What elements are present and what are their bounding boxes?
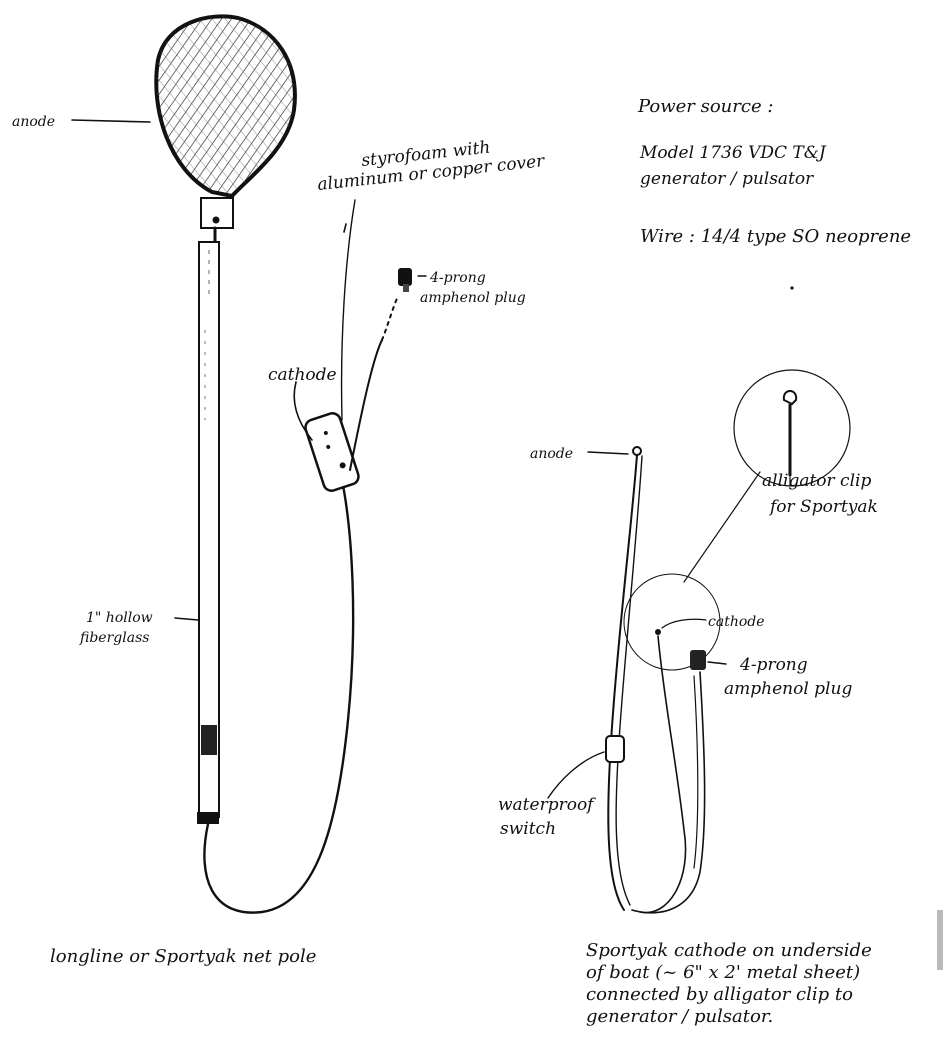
sportyak-assembly: anode alligator clip for Sportyak cathod…: [498, 370, 878, 1027]
magnifier-connector-line: [684, 472, 760, 582]
sportyak-anode-tip: [633, 447, 641, 455]
pole-handle-switch: [201, 725, 217, 755]
label-clip-line1: alligator clip: [762, 471, 871, 491]
connector-screw: [213, 217, 220, 224]
styrofoam-cathode: [303, 411, 360, 493]
amphenol-plug-icon: [398, 268, 412, 292]
anode-leader-line: [72, 120, 150, 122]
label-cathode-netpole: cathode: [268, 365, 337, 385]
anode-net-ring: [156, 16, 295, 196]
waterproof-switch-icon: [606, 736, 624, 762]
caption-sportyak-line2: of boat (~ 6" x 2' metal sheet): [586, 962, 860, 983]
power-source-notes: Power source : Model 1736 VDC T&J genera…: [637, 96, 911, 290]
sportyak-cathode-cable: [640, 636, 686, 913]
fiberglass-pole: [197, 242, 219, 824]
power-model-line2: generator / pulsator: [640, 169, 814, 189]
sportyak-anode-cable: [608, 455, 637, 910]
power-wire-spec: Wire : 14/4 type SO neoprene: [640, 226, 911, 247]
pole-leader-line: [175, 618, 198, 620]
styrofoam-leader-line: [342, 200, 355, 420]
caption-sportyak-line1: Sportyak cathode on underside: [586, 940, 872, 961]
label-switch-line1: waterproof: [498, 795, 596, 815]
label-plug-netpole-line1: 4-prong: [429, 270, 486, 286]
label-anode-netpole: anode: [12, 114, 55, 130]
switch-leader-line: [548, 752, 604, 798]
caption-sportyak-line3: connected by alligator clip to: [586, 984, 853, 1005]
label-switch-line2: switch: [500, 819, 556, 839]
label-cathode-sportyak: cathode: [708, 614, 765, 630]
power-model-line1: Model 1736 VDC T&J: [639, 143, 827, 163]
pole-end-cap: [197, 812, 219, 824]
label-pole-line2: fiberglass: [79, 630, 149, 646]
net-pole-assembly: anode 1" hollow fiberglass cathode styro…: [12, 16, 546, 967]
net-pole-cable: [204, 480, 353, 913]
label-anode-sportyak: anode: [530, 446, 573, 462]
sportyak-anode-leader: [588, 452, 628, 454]
power-source-title: Power source :: [637, 96, 773, 117]
sportyak-cathode-point: [655, 629, 661, 635]
caption-netpole: longline or Sportyak net pole: [50, 946, 316, 967]
alligator-clip-icon: [784, 391, 796, 404]
pole-connector-box: [201, 198, 233, 228]
scan-edge-mark: [937, 910, 943, 970]
label-plug-sportyak-line1: 4-prong: [739, 655, 808, 675]
sportyak-plug-icon: [690, 650, 706, 670]
sportyak-plug-cable: [632, 672, 705, 913]
label-plug-netpole-line2: amphenol plug: [420, 290, 526, 306]
caption-sportyak-line4: generator / pulsator.: [586, 1006, 773, 1027]
clip-magnifier-circle: [734, 370, 850, 486]
cathode-to-plug-cable: [350, 340, 382, 470]
label-pole-line1: 1" hollow: [86, 610, 153, 626]
label-clip-line2: for Sportyak: [768, 497, 878, 517]
sportyak-cathode-leader: [662, 619, 706, 628]
label-plug-sportyak-line2: amphenol plug: [724, 679, 852, 699]
